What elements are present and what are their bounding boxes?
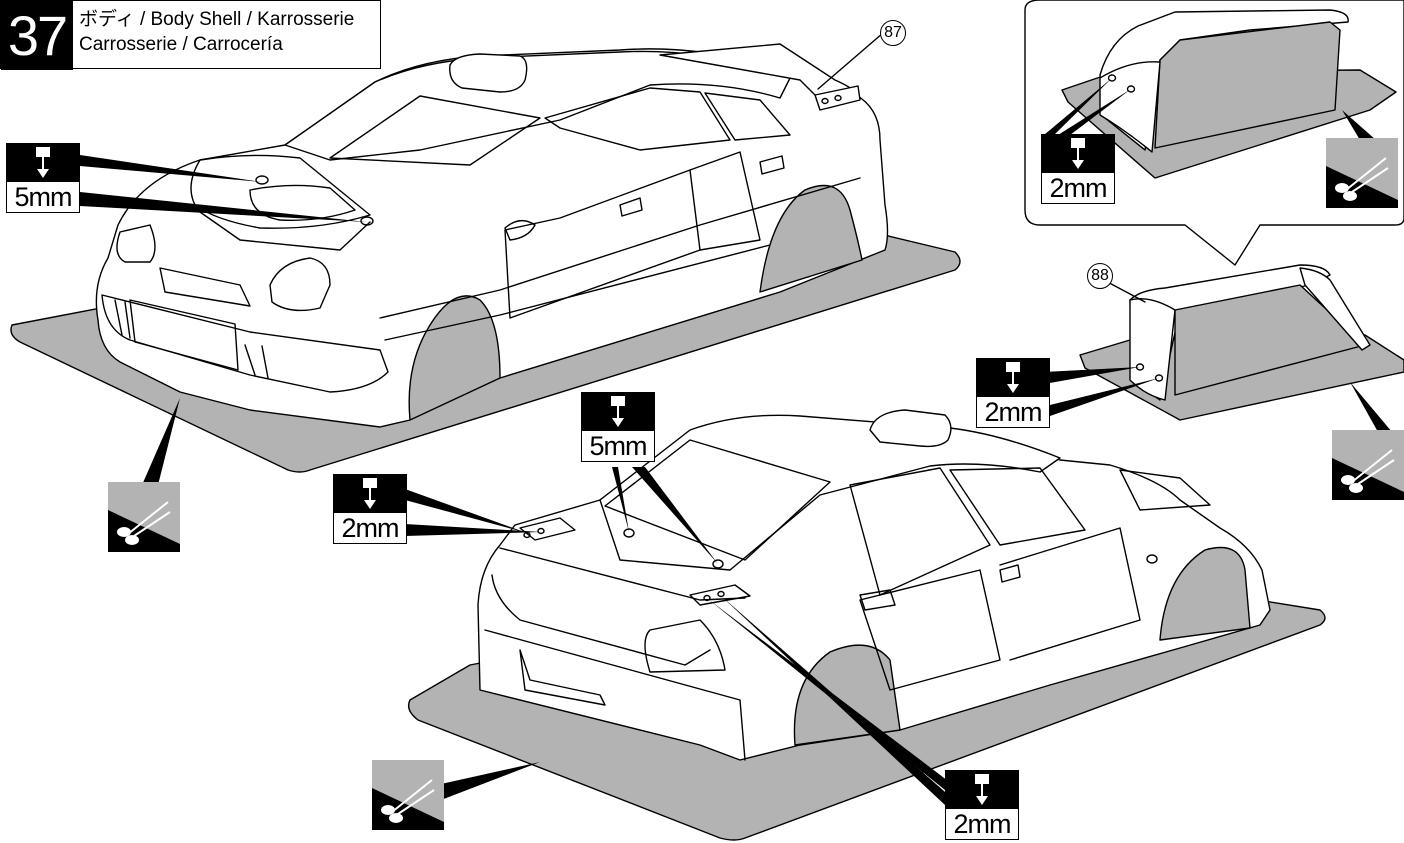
drill-bit-icon (36, 147, 50, 157)
part-number-rear-wing: 88 (1087, 263, 1113, 289)
pointer-wedges (80, 78, 1392, 805)
step-title-line-1: ボディ / Body Shell / Karrosserie (79, 9, 355, 30)
drill-label-rear-window: 5mm (581, 392, 655, 462)
drill-bit-icon (611, 396, 625, 406)
drill-bit-icon (363, 478, 377, 488)
drill-label-front-hood: 5mm (6, 143, 80, 213)
drill-bit-icon (1071, 138, 1085, 148)
step-title: ボディ / Body Shell / Karrosserie Carrosser… (79, 7, 354, 57)
part-number-body-shell: 87 (880, 20, 906, 46)
scissors-cut-icon (1332, 430, 1404, 500)
drill-label-rear-wing-right: 2mm (945, 770, 1019, 840)
drill-label-rear-wing-left: 2mm (333, 474, 407, 544)
drill-bit-icon (975, 774, 989, 784)
step-header: 37 ボディ / Body Shell / Karrosserie Carros… (0, 0, 381, 70)
rear-wing-illustration (1079, 264, 1404, 421)
front-car-illustration (10, 43, 961, 473)
drill-label-wing-side: 2mm (976, 358, 1050, 428)
scissors-cut-icon (1326, 138, 1398, 208)
scissors-cut-icon (372, 760, 444, 830)
drill-label-wing-detail: 2mm (1041, 134, 1115, 204)
step-number: 37 (1, 1, 73, 70)
step-title-line-2: Carrosserie / Carrocería (79, 34, 283, 55)
scissors-cut-icon (108, 482, 180, 552)
drill-bit-icon (1006, 362, 1020, 372)
rear-car-illustration (407, 409, 1326, 841)
wing-detail-callout (1024, 0, 1404, 266)
